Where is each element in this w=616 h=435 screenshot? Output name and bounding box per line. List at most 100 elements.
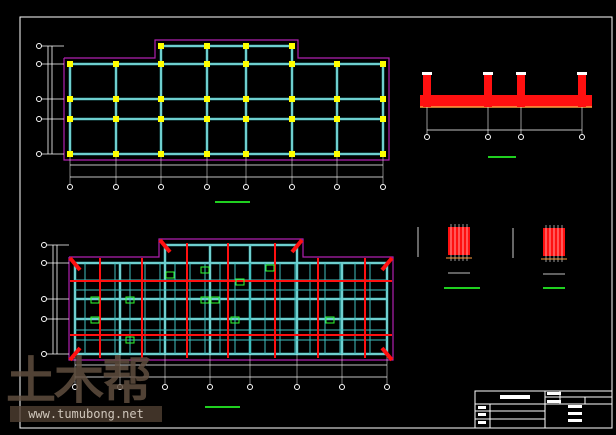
column (67, 151, 73, 157)
lower-plan (41, 238, 394, 408)
corner-rebar (380, 256, 394, 272)
drawing-frame (19, 16, 613, 429)
column (158, 96, 164, 102)
rebar-annotation (125, 296, 135, 304)
column (243, 43, 249, 49)
axis-bubble (36, 96, 42, 102)
column (243, 96, 249, 102)
section-beam (420, 95, 592, 107)
rebar-annotation (200, 296, 210, 304)
rebar-annotation (230, 316, 240, 324)
axis-bubble (41, 316, 47, 322)
title-block-text (568, 412, 582, 415)
column-label (483, 72, 493, 75)
column (380, 151, 386, 157)
column-label (516, 72, 526, 75)
axis-bubble (67, 184, 73, 190)
title-block-text (568, 419, 582, 422)
column (204, 116, 210, 122)
rebar-annotation (200, 266, 210, 274)
axis-bubble (334, 184, 340, 190)
title-block (474, 390, 613, 429)
column (113, 116, 119, 122)
upper-plan (36, 39, 390, 203)
axis-bubble (41, 351, 47, 357)
column (334, 116, 340, 122)
detail-1 (417, 224, 480, 289)
column (289, 61, 295, 67)
axis-bubble (36, 61, 42, 67)
column (113, 151, 119, 157)
axis-bubble (339, 384, 345, 390)
rebar-annotation (210, 296, 220, 304)
column (289, 151, 295, 157)
axis-bubble (117, 384, 123, 390)
column (204, 151, 210, 157)
axis-bubble (424, 134, 430, 140)
column (67, 96, 73, 102)
column (204, 61, 210, 67)
title-block-text (568, 405, 582, 408)
axis-bubble (113, 184, 119, 190)
column (289, 43, 295, 49)
rebar-annotation (90, 296, 100, 304)
column (243, 116, 249, 122)
column (334, 61, 340, 67)
section-column (484, 75, 492, 107)
corner-rebar (68, 346, 82, 362)
column (380, 96, 386, 102)
rebar-annotation (235, 278, 245, 286)
axis-bubble (384, 384, 390, 390)
column (334, 96, 340, 102)
column (113, 96, 119, 102)
rebar-annotation (265, 264, 275, 272)
axis-bubble (41, 296, 47, 302)
axis-bubble (207, 384, 213, 390)
corner-rebar (380, 346, 394, 362)
axis-bubble (380, 184, 386, 190)
section-column (517, 75, 525, 107)
column (158, 61, 164, 67)
watermark-url: www.tumubong.net (10, 406, 162, 422)
corner-rebar (290, 238, 304, 254)
axis-bubble (41, 260, 47, 266)
title-block-text (478, 413, 486, 416)
title-block-text (478, 421, 486, 424)
watermark-logo: 土木帮 (6, 352, 152, 410)
detail-2 (512, 225, 567, 289)
axis-bubble (41, 242, 47, 248)
title-block-border (474, 390, 613, 429)
column (113, 61, 119, 67)
column (380, 116, 386, 122)
rebar-annotation (325, 316, 335, 324)
axis-bubble (36, 116, 42, 122)
building-outline (68, 238, 394, 361)
rebar-annotation (90, 316, 100, 324)
column (67, 61, 73, 67)
column (204, 96, 210, 102)
rebar-annotation (165, 271, 175, 279)
corner-rebar (68, 256, 82, 272)
rebar-annotation (125, 336, 135, 344)
axis-bubble (158, 184, 164, 190)
axis-bubble (36, 43, 42, 49)
axis-bubble (72, 384, 78, 390)
title-block-text (500, 395, 530, 399)
column (243, 151, 249, 157)
column (289, 116, 295, 122)
axis-bubble (36, 151, 42, 157)
title-block-text (547, 392, 561, 395)
column-label (577, 72, 587, 75)
axis-bubble (204, 184, 210, 190)
building-outline (63, 39, 390, 161)
title-block-text (478, 406, 486, 409)
column (204, 43, 210, 49)
section-view (420, 72, 592, 158)
axis-bubble (162, 384, 168, 390)
axis-bubble (243, 184, 249, 190)
column-label (422, 72, 432, 75)
column (158, 116, 164, 122)
axis-bubble (579, 134, 585, 140)
